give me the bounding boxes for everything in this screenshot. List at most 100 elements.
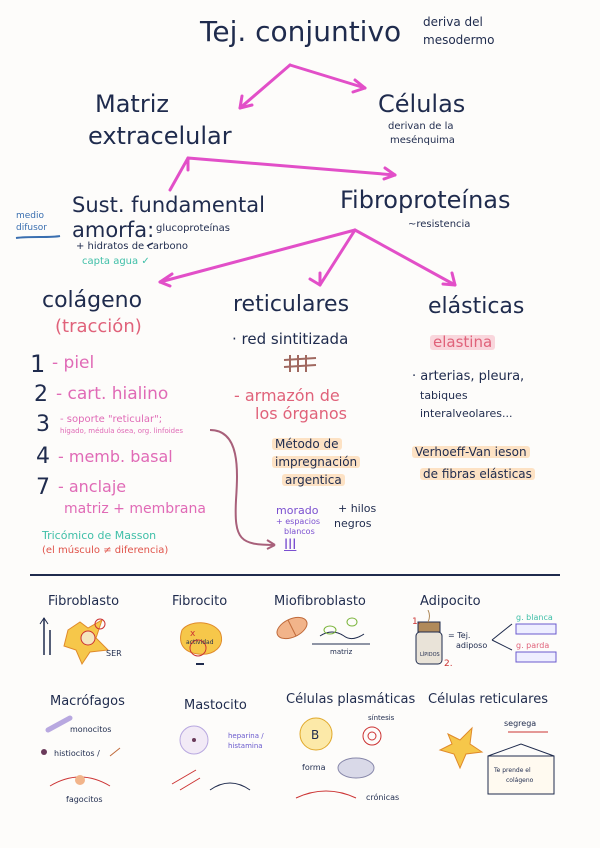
miofibroblasto-title: Miofibroblasto xyxy=(274,594,366,609)
colageno-stain: Tricómico de Masson xyxy=(42,530,156,541)
colageno-item-3: - soporte "reticular"; xyxy=(60,415,162,425)
macrofagos-title: Macrófagos xyxy=(50,694,125,709)
reticulares-espacios-2: blancos xyxy=(284,528,315,536)
elasticas-title: elásticas xyxy=(428,296,524,318)
svg-text:= Tej.: = Tej. xyxy=(448,631,470,640)
colageno-num-4: 4 xyxy=(36,446,50,468)
reticulares-hilos-2: negros xyxy=(334,518,371,529)
svg-text:histamina: histamina xyxy=(228,742,263,750)
reticulares-cells-title: Células reticulares xyxy=(428,692,548,707)
arrow-to-elasticas xyxy=(355,230,455,285)
elasticas-item-2: tabiques xyxy=(420,390,468,401)
arrow-to-fibroproteinas xyxy=(188,158,395,175)
title-note-1: deriva del xyxy=(423,16,483,28)
reticulares-item-1: · red sintitizada xyxy=(232,332,348,347)
celulas-note-2: mesénquima xyxy=(390,136,455,146)
svg-text:adiposo: adiposo xyxy=(456,641,487,650)
miofibroblasto-icon: matriz xyxy=(274,613,370,656)
svg-text:2.: 2. xyxy=(444,659,453,669)
reticulares-armazon-2: los órganos xyxy=(255,406,347,422)
colageno-item-3-sub: hígado, médula ósea, org. linfoides xyxy=(60,428,183,435)
fibroblasto-title: Fibroblasto xyxy=(48,594,119,609)
colageno-subtitle: (tracción) xyxy=(55,318,142,336)
reticulares-cells-icon: segrega Te prende el colágeno xyxy=(440,719,554,794)
svg-text:Te prende el: Te prende el xyxy=(493,767,531,774)
svg-text:g. parda: g. parda xyxy=(516,641,549,650)
svg-text:forma: forma xyxy=(302,763,326,772)
arrow-to-matriz xyxy=(240,65,290,108)
reticulares-metodo-1: Método de xyxy=(272,438,342,450)
reticulares-espacios-1: + espacios xyxy=(276,518,320,526)
fibroproteinas-title: Fibroproteínas xyxy=(340,188,511,212)
svg-text:g. blanca: g. blanca xyxy=(516,613,553,622)
arrow-to-celulas xyxy=(290,65,365,88)
svg-text:crónicas: crónicas xyxy=(366,792,399,802)
elasticas-stain-2: de fibras elásticas xyxy=(420,468,535,480)
title-note-2: mesodermo xyxy=(423,34,494,46)
reticulares-metodo-2: impregnación xyxy=(272,456,360,468)
matriz-title-2: extracelular xyxy=(88,124,232,148)
reticulares-armazon-1: - armazón de xyxy=(234,388,340,404)
cells-row1-drawings: SER x actividad matriz LÍPIDOS 1. 2. = T… xyxy=(30,610,570,680)
matriz-title-1: Matriz xyxy=(95,92,169,116)
svg-text:colágeno: colágeno xyxy=(506,777,534,784)
svg-text:síntesis: síntesis xyxy=(368,714,395,722)
svg-text:histiocitos /: histiocitos / xyxy=(54,749,100,758)
svg-text:matriz: matriz xyxy=(330,648,353,656)
fibrocito-icon: x actividad xyxy=(181,623,222,664)
reticulares-title: reticulares xyxy=(233,294,349,316)
sustancia-note-3: capta agua ✓ xyxy=(82,257,150,267)
medio-2: difusor xyxy=(16,224,47,233)
colageno-num-3: 3 xyxy=(36,414,50,436)
svg-text:1.: 1. xyxy=(412,617,421,627)
cells-row2-drawings: monocitos histiocitos / fagocitos hepari… xyxy=(30,710,570,820)
sustancia-note-2: + hidratos de carbono xyxy=(76,242,188,252)
elasticas-stain-1: Verhoeff-Van ieson xyxy=(412,446,530,458)
reticulares-metodo-3: argentica xyxy=(282,474,345,486)
colageno-num-2: 2 xyxy=(34,384,48,406)
colageno-num-7: 7 xyxy=(36,477,50,499)
section-divider xyxy=(30,574,560,576)
svg-text:SER: SER xyxy=(106,649,122,658)
plasmaticas-title: Células plasmáticas xyxy=(286,692,415,707)
reticulares-roman: III xyxy=(284,538,296,552)
elasticas-elastina: elastina xyxy=(430,335,495,350)
reticulares-hilos-1: + hilos xyxy=(338,503,376,514)
svg-text:segrega: segrega xyxy=(504,719,536,728)
colageno-item-7: - anclaje xyxy=(58,479,126,495)
colageno-title: colágeno xyxy=(42,290,142,312)
svg-text:monocitos: monocitos xyxy=(70,725,111,734)
fibrocito-title: Fibrocito xyxy=(172,594,227,609)
plasmaticas-icon: B síntesis forma crónicas xyxy=(296,714,399,802)
fibroblasto-icon: SER xyxy=(40,618,122,664)
sustancia-note-1: glucoproteínas xyxy=(156,224,230,234)
page-title: Tej. conjuntivo xyxy=(200,18,401,46)
macrofagos-icon: monocitos histiocitos / fagocitos xyxy=(41,718,120,804)
celulas-title: Células xyxy=(378,92,465,116)
elasticas-item-1: · arterias, pleura, xyxy=(412,370,524,383)
svg-text:fagocitos: fagocitos xyxy=(66,795,103,804)
reticulares-morado: morado xyxy=(276,505,318,516)
svg-text:B: B xyxy=(311,728,319,742)
svg-text:LÍPIDOS: LÍPIDOS xyxy=(420,651,440,658)
svg-text:actividad: actividad xyxy=(186,639,214,646)
colageno-item-4: - memb. basal xyxy=(58,449,173,465)
colageno-item-1: - piel xyxy=(52,355,94,372)
svg-text:x: x xyxy=(190,629,196,639)
elasticas-item-3: interalveolares... xyxy=(420,408,513,419)
celulas-note-1: derivan de la xyxy=(388,122,454,132)
colageno-num-1: 1 xyxy=(30,352,45,376)
adipocito-title: Adipocito xyxy=(420,594,481,609)
fibro-note: ~resistencia xyxy=(408,220,470,230)
colageno-stain-note: (el músculo ≠ diferencia) xyxy=(42,546,168,556)
svg-text:heparina /: heparina / xyxy=(228,732,264,740)
arrow-to-sustancia xyxy=(170,158,188,190)
adipocito-icon: LÍPIDOS 1. 2. = Tej. adiposo g. blanca g… xyxy=(412,610,556,669)
colageno-item-2: - cart. hialino xyxy=(56,386,168,403)
medio-1: medio xyxy=(16,212,44,221)
link-curve xyxy=(210,430,275,545)
sustancia-title-2: amorfa: xyxy=(72,220,154,241)
mastocito-icon: heparina / histamina xyxy=(172,726,264,790)
sustancia-title-1: Sust. fundamental xyxy=(72,195,265,216)
colageno-extra: matriz + membrana xyxy=(64,502,206,516)
